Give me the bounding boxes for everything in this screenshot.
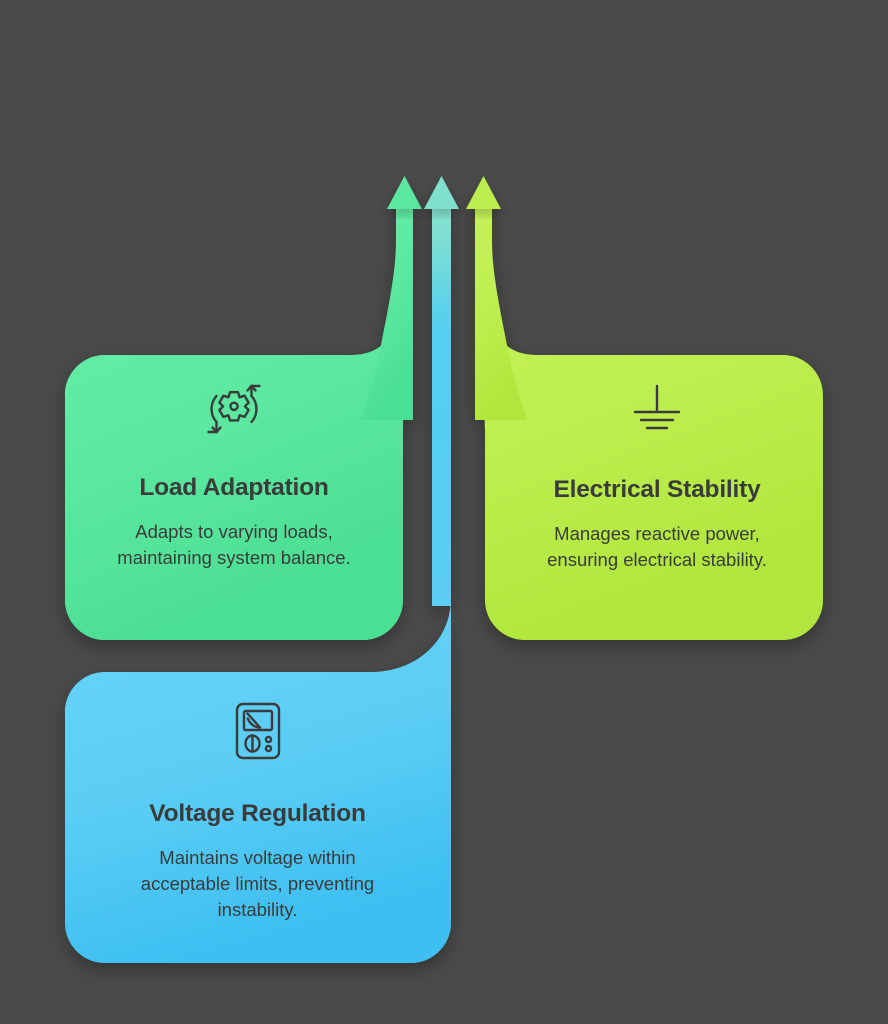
card-title: Load Adaptation (139, 474, 329, 501)
card-electrical-stability[interactable]: Electrical Stability Manages reactive po… (487, 380, 827, 573)
card-description: Maintains voltage within acceptable limi… (140, 847, 375, 920)
electrical-ground-icon (622, 380, 692, 443)
blue-arrow-head (424, 176, 459, 209)
card-title: Voltage Regulation (149, 800, 366, 827)
card-description: Adapts to varying loads, maintaining sys… (117, 521, 351, 568)
gear-refresh-icon (199, 380, 269, 443)
multimeter-icon (230, 700, 286, 767)
card-voltage-regulation[interactable]: Voltage Regulation Maintains voltage wit… (65, 700, 450, 923)
lime-arrow-head (466, 176, 501, 209)
voltage-regulation-shape[interactable] (65, 196, 451, 963)
card-title: Electrical Stability (553, 476, 761, 503)
card-description: Manages reactive power, ensuring electri… (547, 523, 767, 570)
green-arrow-head (387, 176, 422, 209)
load-adaptation-shape[interactable] (65, 196, 413, 640)
card-load-adaptation[interactable]: Load Adaptation Adapts to varying loads,… (65, 380, 403, 571)
